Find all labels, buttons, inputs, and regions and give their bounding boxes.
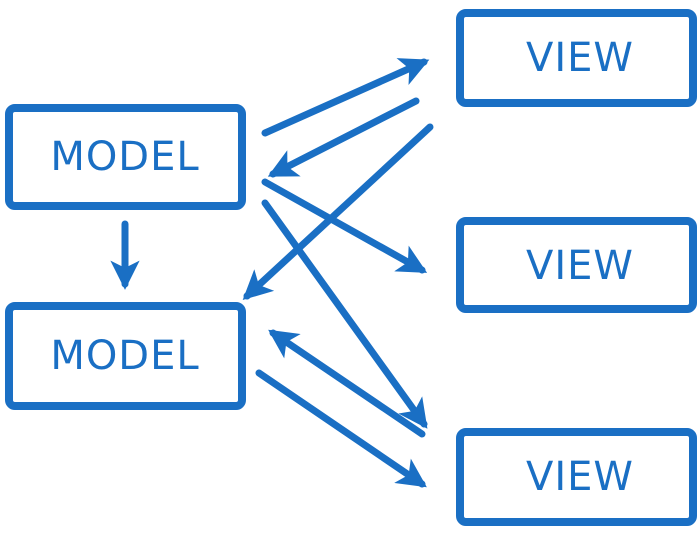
model-node-box <box>5 302 246 410</box>
view-node-label: VIEW <box>526 454 634 500</box>
model-node[interactable]: MODEL <box>5 104 246 210</box>
model-node-box <box>5 104 246 210</box>
arrow-model-1-to-view-3 <box>261 199 428 429</box>
model-node[interactable]: MODEL <box>5 302 246 410</box>
edges-layer <box>110 58 434 488</box>
arrow-model-2-to-view-3 <box>255 369 427 488</box>
view-node[interactable]: VIEW <box>456 9 697 107</box>
arrow-view-1-to-model-1 <box>267 97 420 178</box>
view-node-label: VIEW <box>526 243 634 289</box>
arrow-model-1-to-view-2 <box>261 178 428 274</box>
view-node-box <box>456 9 697 107</box>
model-node-label: MODEL <box>50 333 199 379</box>
view-node[interactable]: VIEW <box>456 428 697 526</box>
view-node-label: VIEW <box>526 35 634 81</box>
model-node-label: MODEL <box>50 134 199 180</box>
arrow-view-3-to-model-2 <box>268 329 426 438</box>
view-node-box <box>456 217 697 313</box>
view-node[interactable]: VIEW <box>456 217 697 313</box>
arrow-view-1-to-model-2 <box>242 123 434 300</box>
arrow-model-1-to-view-1 <box>261 58 430 137</box>
view-node-box <box>456 428 697 526</box>
